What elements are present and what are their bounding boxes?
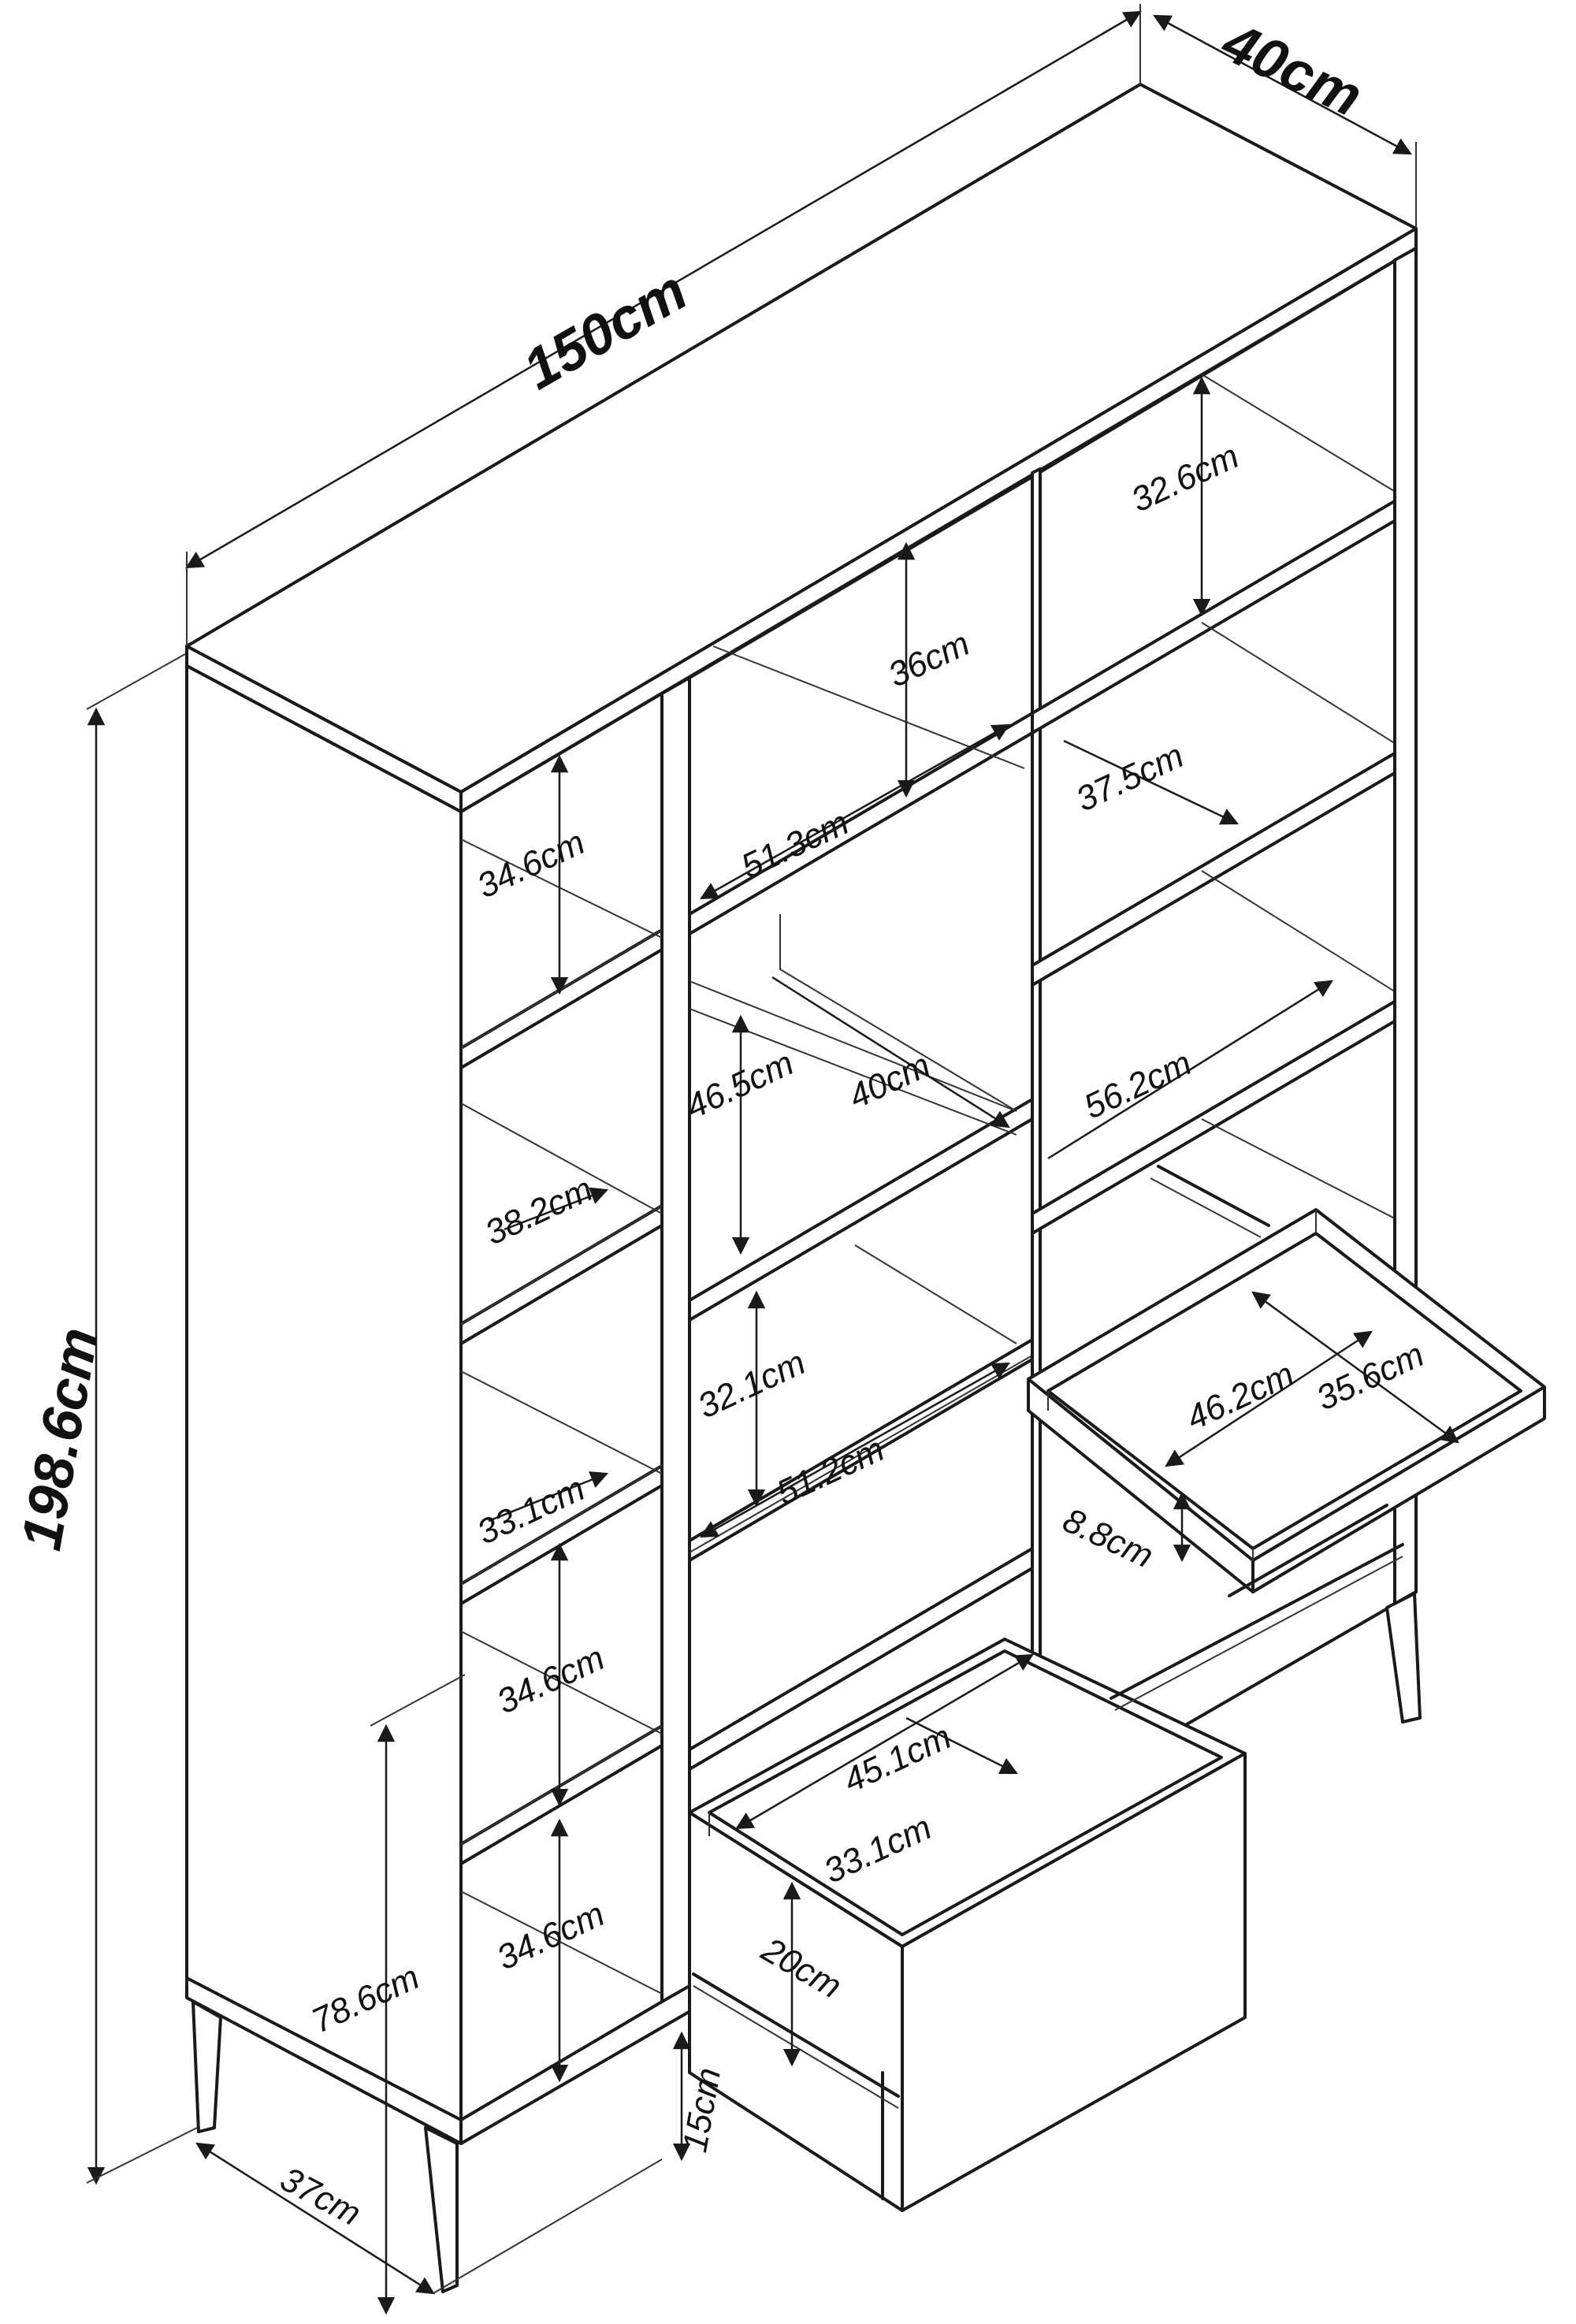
right-shelf-width-label: 56.2cm	[1078, 1043, 1197, 1126]
overall-depth-label: 40cm	[1212, 9, 1372, 128]
right-shelf-height-1: 32.6cm	[1125, 437, 1244, 519]
left-shelf-height-5: 34.6cm	[491, 1895, 610, 1977]
dimension-lines	[86, 4, 1459, 2315]
left-shelf-height-4: 34.6cm	[491, 1638, 610, 1721]
middle-lower-width-label: 51.2cm	[771, 1430, 890, 1512]
middle-top-height-label: 36cm	[883, 624, 976, 695]
right-shelf-height-2: 37.5cm	[1070, 736, 1189, 819]
left-column-divider	[660, 676, 691, 2003]
middle-lower-height-label: 32.1cm	[692, 1343, 811, 1426]
leg-height-label: 15cm	[675, 2065, 728, 2155]
left-shelf-height-2: 38.2cm	[479, 1169, 598, 1252]
top-panel	[185, 83, 1418, 794]
right-column	[1031, 247, 1418, 1755]
small-drawer-height-label: 8.8cm	[1057, 1500, 1158, 1575]
left-side-panel	[185, 664, 463, 2121]
left-column-shelves	[459, 838, 663, 1995]
middle-open-depth-label: 40cm	[843, 1046, 936, 1117]
large-drawer	[688, 1543, 1404, 2212]
